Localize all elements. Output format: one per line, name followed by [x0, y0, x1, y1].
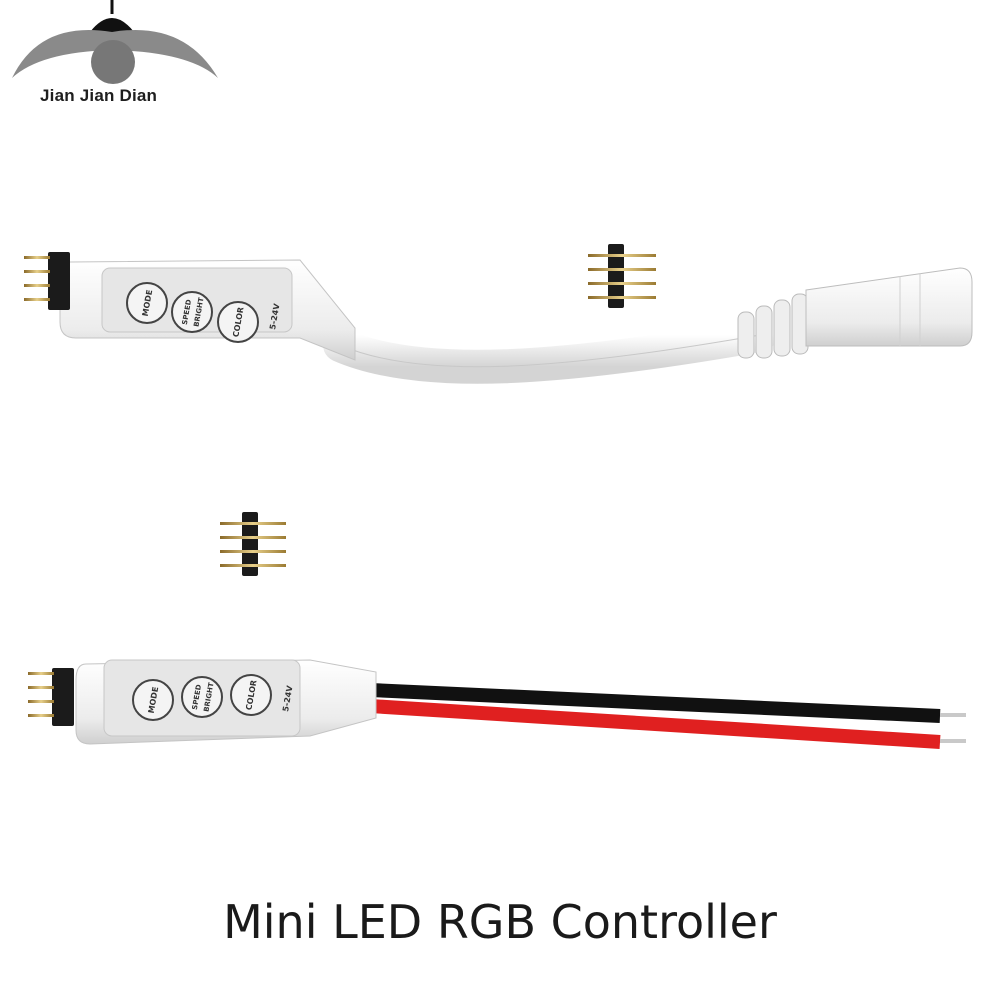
- speed-bright-button: SPEED BRIGHT: [181, 676, 223, 718]
- mode-button: MODE: [126, 282, 168, 324]
- loose-pin-header-1: [588, 244, 656, 308]
- mode-button: MODE: [132, 679, 174, 721]
- pin-header: [28, 668, 74, 726]
- brand-logo: Jian Jian Dian: [0, 0, 230, 115]
- dc-female-jack: [805, 267, 973, 347]
- speed-bright-button: SPEED BRIGHT: [171, 291, 213, 333]
- color-button: COLOR: [217, 301, 259, 343]
- strain-relief: [737, 293, 809, 359]
- product-caption: Mini LED RGB Controller: [223, 895, 777, 949]
- black-wire: [369, 683, 941, 723]
- red-wire: [369, 699, 941, 749]
- pin-header: [24, 252, 70, 310]
- product-photo: MODE SPEED BRIGHT COLOR 5-24V: [24, 244, 973, 749]
- controller-upper: MODE SPEED BRIGHT COLOR 5-24V: [24, 252, 973, 384]
- loose-pin-header-2: [220, 512, 286, 576]
- brand-name: Jian Jian Dian: [40, 86, 158, 105]
- controller-lower: MODE SPEED BRIGHT COLOR 5-24V: [28, 659, 966, 749]
- pendant-lamp-icon: [12, 0, 218, 84]
- color-button: COLOR: [230, 674, 272, 716]
